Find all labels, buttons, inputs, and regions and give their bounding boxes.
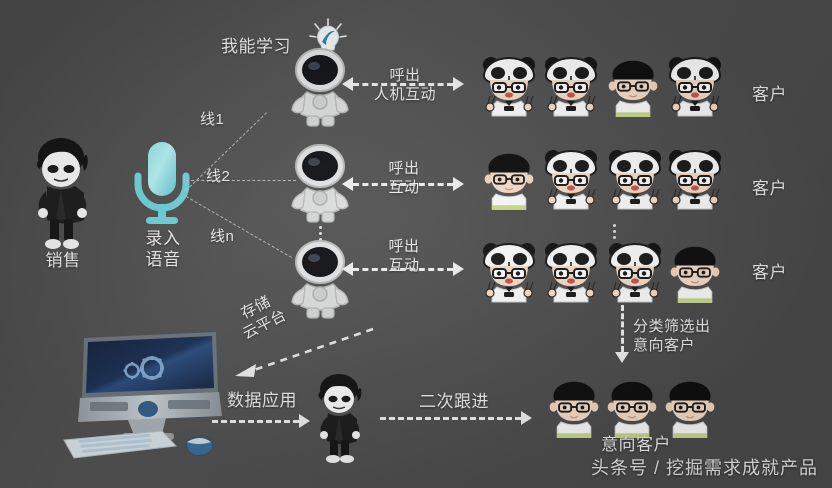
- customer-label-row-1: 客户: [752, 85, 787, 104]
- classify-filter-label: 分类筛选出 意向客户: [633, 318, 711, 354]
- data-application-arrow: [212, 414, 310, 428]
- second-followup-arrow: [380, 411, 532, 425]
- arrowhead-right-1: [453, 77, 464, 91]
- storage-arrow: [225, 323, 375, 390]
- data-application-label: 数据应用: [227, 391, 297, 410]
- callout-label-row-1: 呼出 人机互动: [373, 67, 436, 103]
- data-application-arrowhead: [299, 414, 310, 428]
- classify-filter-dash: [620, 305, 624, 352]
- line-n-label: 线n: [210, 228, 235, 245]
- arrowhead-right-2: [453, 177, 464, 191]
- customer-row-2-icons: [483, 149, 722, 210]
- robot-ellipsis: [318, 226, 322, 241]
- callout-arrow-row-1: [342, 77, 464, 91]
- second-followup-arrowhead: [521, 411, 532, 425]
- footer-watermark: 头条号 / 挖掘需求成就产品: [590, 458, 818, 478]
- line-1-label: 线1: [200, 111, 225, 128]
- arrow-dash-3: [353, 267, 453, 271]
- robot-figure-1: [285, 48, 355, 133]
- customer-row-1-icons: [482, 56, 722, 117]
- robot-figure-2: [285, 144, 355, 229]
- line-2-label: 线2: [206, 168, 231, 185]
- customer-label-row-3: 客户: [752, 263, 787, 282]
- classify-filter-arrow: [615, 305, 629, 363]
- customer-row-1: [478, 52, 728, 129]
- sales-label: 销售: [45, 251, 81, 270]
- arrowhead-left-3: [342, 262, 353, 276]
- customer-ellipsis: [612, 224, 616, 239]
- intent-customer-label: 意向客户: [601, 435, 671, 454]
- data-application-dash: [212, 419, 299, 423]
- intent-customer-icons: [548, 380, 716, 438]
- sales-person-figure: [22, 133, 100, 256]
- second-followup-dash: [380, 416, 521, 420]
- robot-learn-label: 我能学习: [221, 37, 291, 56]
- customer-row-2: [478, 145, 728, 222]
- customer-row-3: [478, 238, 728, 315]
- callout-label-row-2: 呼出 互动: [388, 160, 420, 196]
- arrowhead-left-2: [342, 177, 353, 191]
- customer-label-row-2: 客户: [752, 179, 787, 198]
- mic-label: 录入 语音: [145, 229, 181, 270]
- second-followup-label: 二次跟进: [419, 392, 489, 411]
- customer-row-3-icons: [482, 242, 721, 303]
- classify-filter-arrowhead: [615, 352, 629, 363]
- arrowhead-left-1: [342, 77, 353, 91]
- callout-label-row-3: 呼出 互动: [388, 238, 420, 274]
- arrowhead-right-3: [453, 262, 464, 276]
- callout-arrow-row-2: [342, 177, 464, 191]
- robot-figure-3: [285, 240, 355, 325]
- arrow-dash-2: [353, 182, 453, 186]
- line-n-connector: [185, 196, 292, 258]
- desktop-computer-icon: [56, 330, 238, 467]
- arrow-dash-1: [353, 82, 453, 86]
- analyst-person-figure: [308, 370, 370, 469]
- microphone-icon: [126, 138, 198, 235]
- sales-person-icon: [36, 138, 88, 249]
- line-2-connector: [186, 180, 296, 181]
- callout-arrow-row-3: [342, 262, 464, 276]
